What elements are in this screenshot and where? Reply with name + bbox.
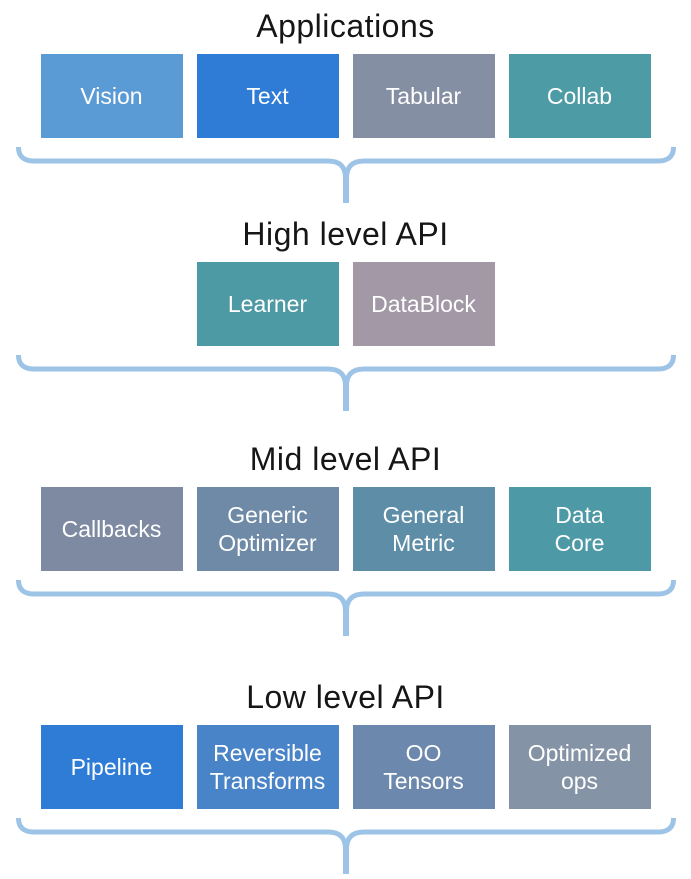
box-optimized-ops-label: Optimized ops [527,739,632,794]
applications-box-row: Vision Text Tabular Collab [40,54,651,138]
layer-low-level-api: Low level API Pipeline Reversible Transf… [0,677,691,874]
box-datablock-label: DataBlock [371,290,476,317]
box-vision-label: Vision [80,82,143,109]
box-datablock: DataBlock [352,262,495,346]
box-oo-tensors-label: OO Tensors [383,739,464,794]
box-tabular: Tabular [352,54,495,138]
high-level-box-row: Learner DataBlock [41,262,651,346]
applications-brace-icon [15,147,676,203]
box-reversible-transforms: Reversible Transforms [196,725,339,809]
high-level-brace-icon [15,355,676,411]
layer-title-mid-level-api: Mid level API [249,441,442,477]
box-tabular-label: Tabular [385,82,462,109]
low-level-brace-icon [15,818,676,874]
box-learner-label: Learner [227,290,308,317]
mid-level-brace-icon [15,580,676,636]
layer-title-high-level-api: High level API [242,216,449,252]
layer-title-applications: Applications [256,8,435,44]
box-collab: Collab [508,54,651,138]
box-text-label: Text [246,82,289,109]
box-callbacks-label: Callbacks [61,515,162,542]
box-data-core-label: Data Core [554,501,605,556]
box-text: Text [196,54,339,138]
layer-title-low-level-api: Low level API [246,679,445,715]
low-level-box-row: Pipeline Reversible Transforms OO Tensor… [40,725,651,809]
box-generic-optimizer: Generic Optimizer [196,487,339,571]
box-collab-label: Collab [546,82,613,109]
mid-level-box-row: Callbacks Generic Optimizer General Metr… [40,487,651,571]
layer-high-level-api: High level API Learner DataBlock [0,214,691,411]
box-callbacks: Callbacks [40,487,183,571]
box-data-core: Data Core [508,487,651,571]
box-general-metric-label: General Metric [382,501,465,556]
box-reversible-transforms-label: Reversible Transforms [209,739,326,794]
box-oo-tensors: OO Tensors [352,725,495,809]
layer-applications: Applications Vision Text Tabular Collab [0,6,691,203]
box-generic-optimizer-label: Generic Optimizer [218,501,317,556]
layer-mid-level-api: Mid level API Callbacks Generic Optimize… [0,439,691,636]
box-general-metric: General Metric [352,487,495,571]
box-learner: Learner [196,262,339,346]
box-vision: Vision [40,54,183,138]
box-pipeline: Pipeline [40,725,183,809]
box-optimized-ops: Optimized ops [508,725,651,809]
box-pipeline-label: Pipeline [70,753,153,780]
